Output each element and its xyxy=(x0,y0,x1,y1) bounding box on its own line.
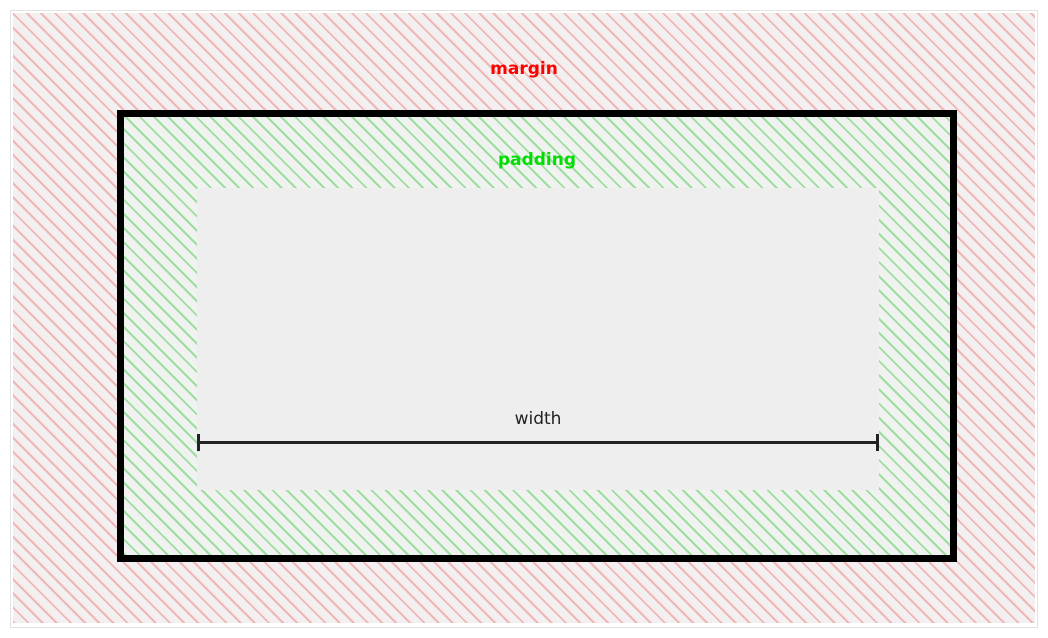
padding-region: padding width xyxy=(124,117,950,555)
width-measurement-ruler xyxy=(197,434,879,452)
width-label: width xyxy=(514,409,562,429)
margin-label: margin xyxy=(490,59,558,79)
border-region: padding width xyxy=(117,110,957,562)
width-ruler-right-cap xyxy=(876,434,879,451)
margin-region: margin padding width xyxy=(13,13,1035,623)
content-region: width xyxy=(197,188,879,490)
padding-label: padding xyxy=(497,150,577,170)
width-ruler-line xyxy=(197,441,879,444)
